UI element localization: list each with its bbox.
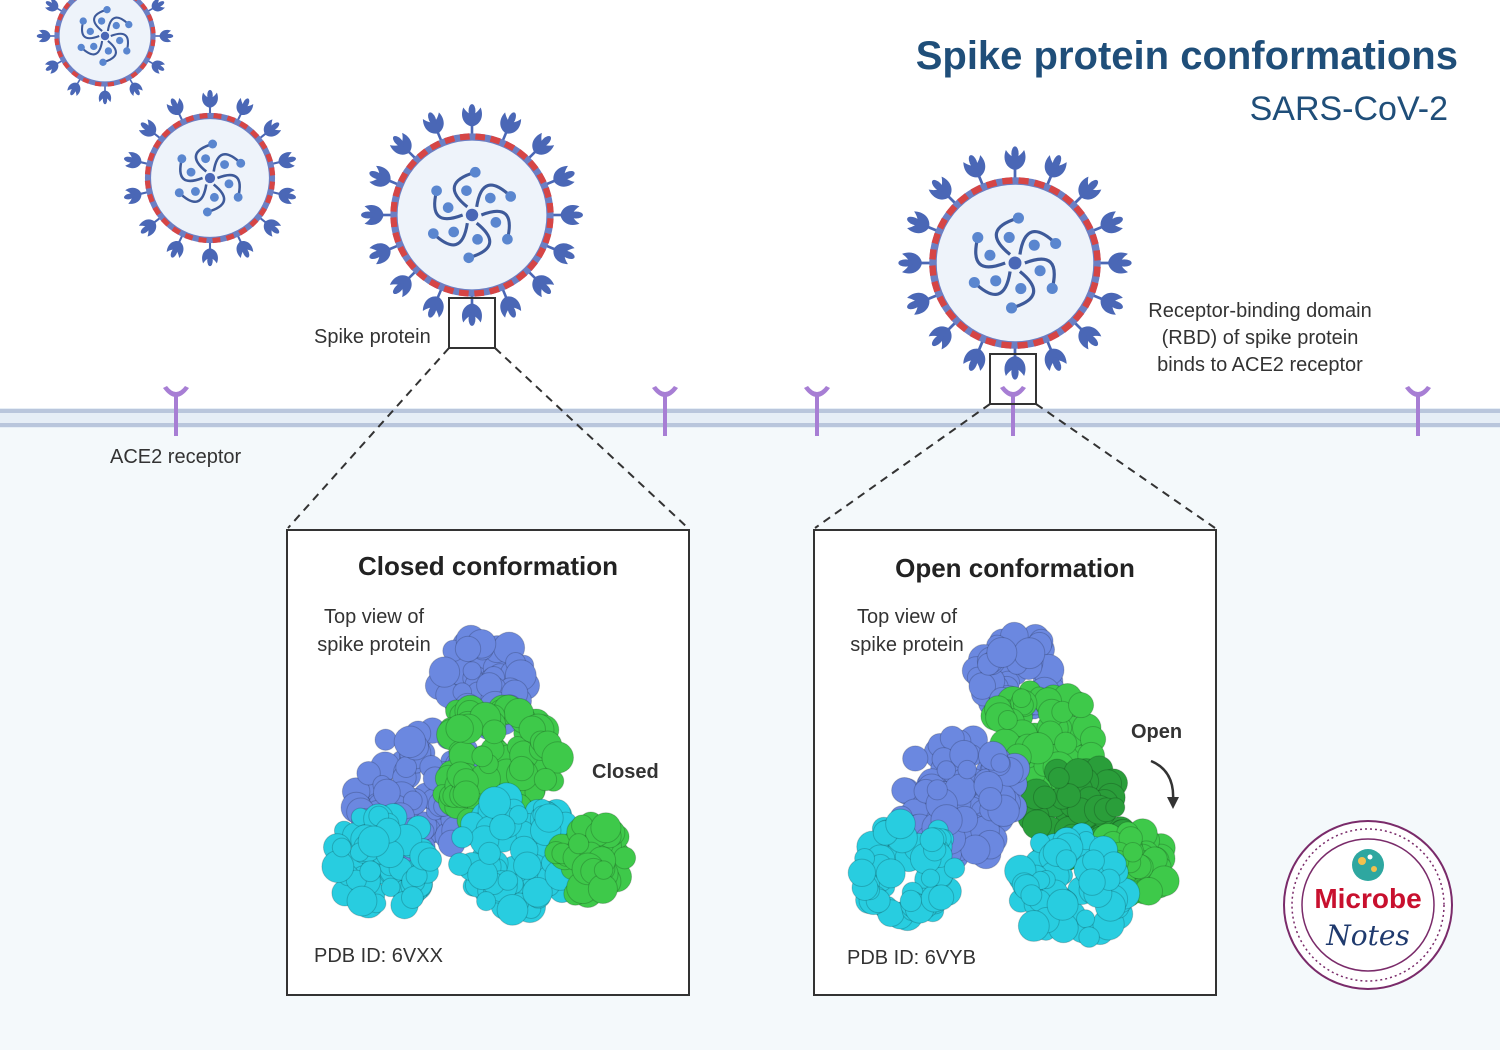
rna-core (427, 166, 517, 264)
page-subtitle: SARS-CoV-2 (1249, 90, 1448, 128)
spike-protein-label: Spike protein (314, 326, 431, 348)
cell-interior (0, 420, 1500, 1050)
open-arrowhead-icon (1167, 797, 1179, 809)
rna-core (968, 212, 1062, 314)
rna-core (174, 139, 246, 217)
protein-subunit (1004, 822, 1141, 948)
rbd-callout-line: Receptor-binding domain (1148, 300, 1372, 322)
virus-particle (121, 88, 299, 268)
zoom-indicators (287, 297, 1216, 529)
caption-line: spike protein (317, 634, 431, 656)
closed-spike-structure (321, 624, 637, 926)
protein-subunit (424, 624, 541, 741)
open-arrow-icon (1150, 759, 1175, 802)
caption-line: Top view of (323, 606, 425, 628)
closed-conformation-panel: Closed conformation Top view of spike pr… (286, 529, 690, 996)
zoom-box-open (989, 353, 1037, 405)
spike-icon (1003, 145, 1027, 183)
open-pdb-id: PDB ID: 6VYB (847, 947, 976, 969)
microbe-icon (1352, 849, 1384, 881)
spike-icon (152, 29, 175, 43)
open-state-label: Open (1131, 721, 1183, 743)
closed-panel-caption: Top view of spike protein (308, 603, 440, 659)
logo-badge-icon (1283, 820, 1453, 990)
logo-text-notes: Notes (1326, 919, 1410, 952)
spike-icon (548, 203, 585, 227)
rna-core (77, 6, 133, 66)
virus-particle (897, 145, 1133, 381)
caption-line: Top view of (856, 606, 958, 628)
open-panel-caption: Top view of spike protein (841, 603, 973, 659)
virus-particle (35, 0, 175, 106)
virus-particle (359, 102, 585, 328)
spike-icon (897, 251, 935, 275)
spike-icon (1003, 343, 1027, 381)
open-spike-structure (847, 621, 1180, 948)
rbd-binding-callout: Receptor-binding domain (RBD) of spike p… (1126, 298, 1394, 379)
open-panel-title: Open conformation (895, 553, 1135, 583)
spike-icon (98, 83, 112, 106)
protein-subunit (432, 694, 574, 839)
caption-line: spike protein (850, 634, 964, 656)
zoom-box-closed (448, 297, 496, 349)
ace2-receptor-label: ACE2 receptor (110, 446, 242, 468)
spike-icon (35, 29, 58, 43)
cell-membrane (0, 408, 1500, 428)
closed-panel-title: Closed conformation (357, 551, 618, 581)
rbd-callout-line: (RBD) of spike protein (1161, 327, 1359, 349)
page-title: Spike protein conformations (915, 34, 1458, 78)
spike-icon (201, 88, 219, 118)
protein-subunit (544, 811, 637, 908)
protein-subunit (847, 808, 966, 932)
closed-state-label: Closed (592, 761, 659, 783)
logo-text-microbe: Microbe (1314, 883, 1422, 914)
spike-icon (1095, 251, 1133, 275)
open-conformation-panel: Open conformation Top view of spike prot… (813, 529, 1217, 996)
virus-particles (35, 0, 1133, 381)
spike-icon (359, 203, 396, 227)
closed-pdb-id: PDB ID: 6VXX (314, 945, 443, 967)
microbe-notes-logo: Microbe Notes (1278, 815, 1458, 995)
spike-icon (201, 238, 219, 268)
spike-icon (460, 102, 484, 139)
protein-subunit (321, 803, 443, 920)
rbd-callout-line: binds to ACE2 receptor (1157, 354, 1363, 376)
